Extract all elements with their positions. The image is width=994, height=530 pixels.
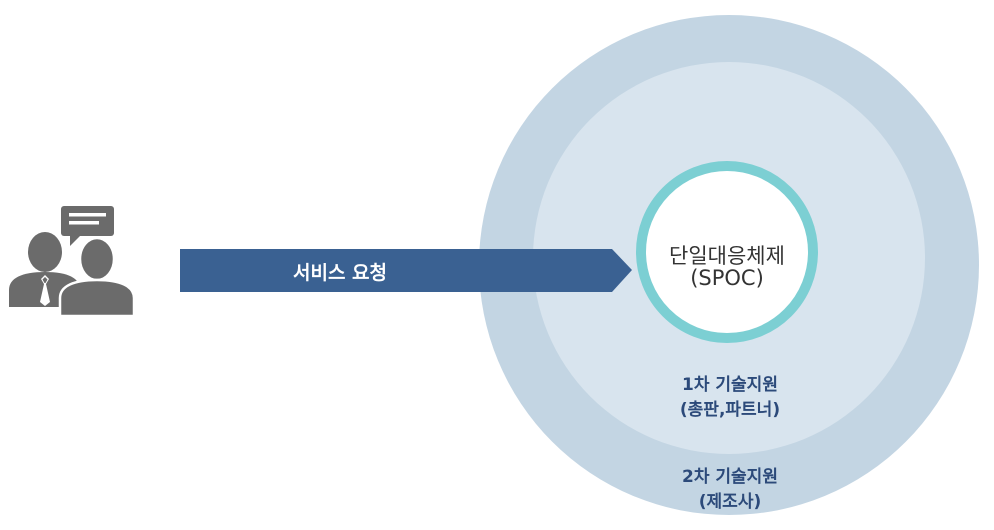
spoc-circle xyxy=(636,161,818,343)
tier2-subtitle: (제조사) xyxy=(698,492,762,512)
service-request-label: 서비스 요청 xyxy=(292,262,387,284)
people-chat-icon xyxy=(9,206,136,318)
spoc-subtitle: (SPOC) xyxy=(690,266,764,290)
service-request-arrow xyxy=(180,249,632,292)
spoc-title: 단일대응체제 xyxy=(669,244,785,268)
tier1-title: 1차 기술지원 xyxy=(682,375,778,395)
tier1-subtitle: (총판,파트너) xyxy=(679,400,781,420)
tier2-title: 2차 기술지원 xyxy=(682,467,778,487)
